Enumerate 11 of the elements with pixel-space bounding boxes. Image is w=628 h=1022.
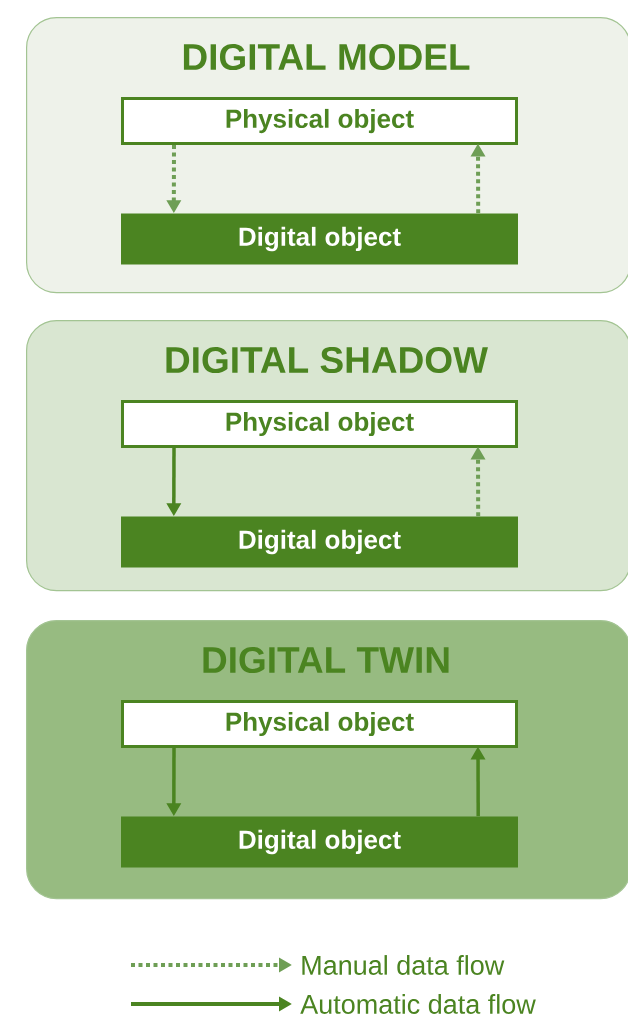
legend-text: Manual data flow xyxy=(302,955,505,975)
panel-title: DIGITAL MODEL xyxy=(183,43,470,71)
physical-object-box: Physical object xyxy=(121,400,518,448)
physical-object-box: Physical object xyxy=(121,97,518,145)
digital-object-box: Digital object xyxy=(121,213,518,265)
legend-text: Automatic data flow xyxy=(300,994,536,1014)
digital-object-box: Digital object xyxy=(121,816,518,868)
physical-object-box: Physical object xyxy=(121,700,518,748)
panel-title: DIGITAL SHADOW xyxy=(166,346,488,374)
panel-title: DIGITAL TWIN xyxy=(203,646,449,674)
digital-object-box: Digital object xyxy=(121,516,518,568)
